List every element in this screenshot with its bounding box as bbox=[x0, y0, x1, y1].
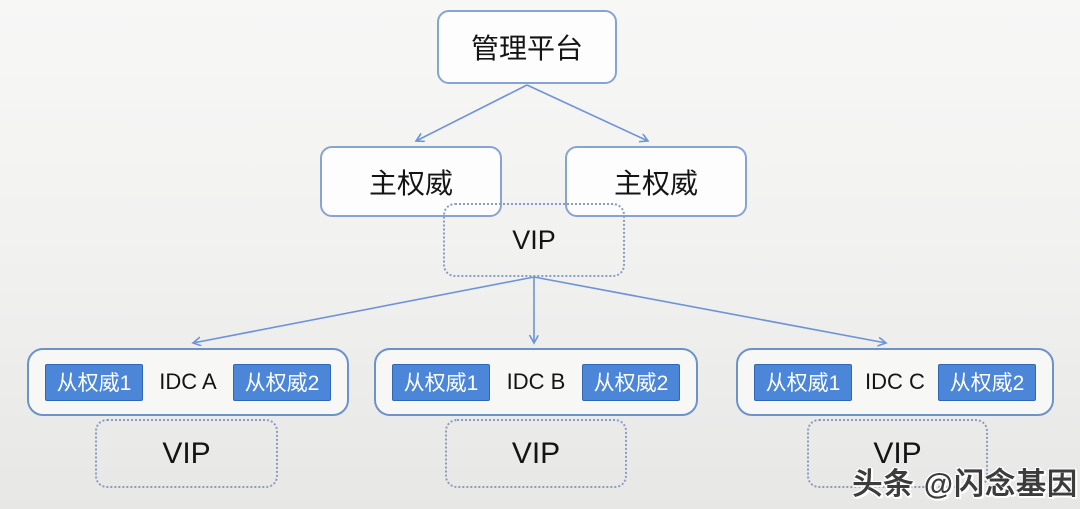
node-idc-a: 从权威1 IDC A 从权威2 bbox=[27, 348, 349, 416]
node-primary-authority-left: 主权威 bbox=[320, 146, 502, 217]
node-primary-authority-left-label: 主权威 bbox=[368, 167, 453, 199]
node-idc-b-slave1: 从权威1 bbox=[392, 363, 490, 401]
node-vip-idc-a-label: VIP bbox=[162, 436, 211, 470]
node-vip-top: VIP bbox=[443, 203, 625, 277]
node-idc-c-label: IDC C bbox=[865, 369, 925, 394]
node-vip-idc-c: VIP bbox=[807, 419, 988, 488]
node-idc-a-label: IDC A bbox=[159, 369, 217, 394]
node-idc-c-slave1: 从权威1 bbox=[754, 363, 852, 401]
node-management-platform: 管理平台 bbox=[437, 10, 617, 84]
node-idc-b-label: IDC B bbox=[506, 369, 566, 394]
node-primary-authority-right: 主权威 bbox=[565, 146, 747, 217]
node-idc-c: 从权威1 IDC C 从权威2 bbox=[736, 348, 1054, 416]
watermark: 头条 @闪念基因 bbox=[852, 468, 1078, 501]
node-idc-a-slave1: 从权威1 bbox=[45, 363, 143, 401]
node-vip-idc-c-label: VIP bbox=[873, 436, 922, 470]
node-vip-idc-b: VIP bbox=[445, 419, 627, 488]
edge-root-to-primary1 bbox=[416, 84, 528, 141]
node-primary-authority-right-label: 主权威 bbox=[613, 167, 698, 199]
edge-root-to-primary2 bbox=[526, 84, 648, 141]
node-vip-top-label: VIP bbox=[512, 224, 556, 255]
node-management-platform-label: 管理平台 bbox=[470, 33, 583, 64]
node-idc-c-slave2: 从权威2 bbox=[937, 363, 1036, 401]
node-idc-a-slave2: 从权威2 bbox=[233, 363, 331, 401]
node-idc-b: 从权威1 IDC B 从权威2 bbox=[374, 348, 698, 416]
node-vip-idc-a: VIP bbox=[95, 419, 278, 488]
node-idc-b-slave2: 从权威2 bbox=[582, 363, 680, 401]
edge-vip-to-idc-c bbox=[533, 276, 886, 343]
edge-vip-to-idc-a bbox=[193, 276, 535, 343]
node-vip-idc-b-label: VIP bbox=[511, 436, 561, 470]
